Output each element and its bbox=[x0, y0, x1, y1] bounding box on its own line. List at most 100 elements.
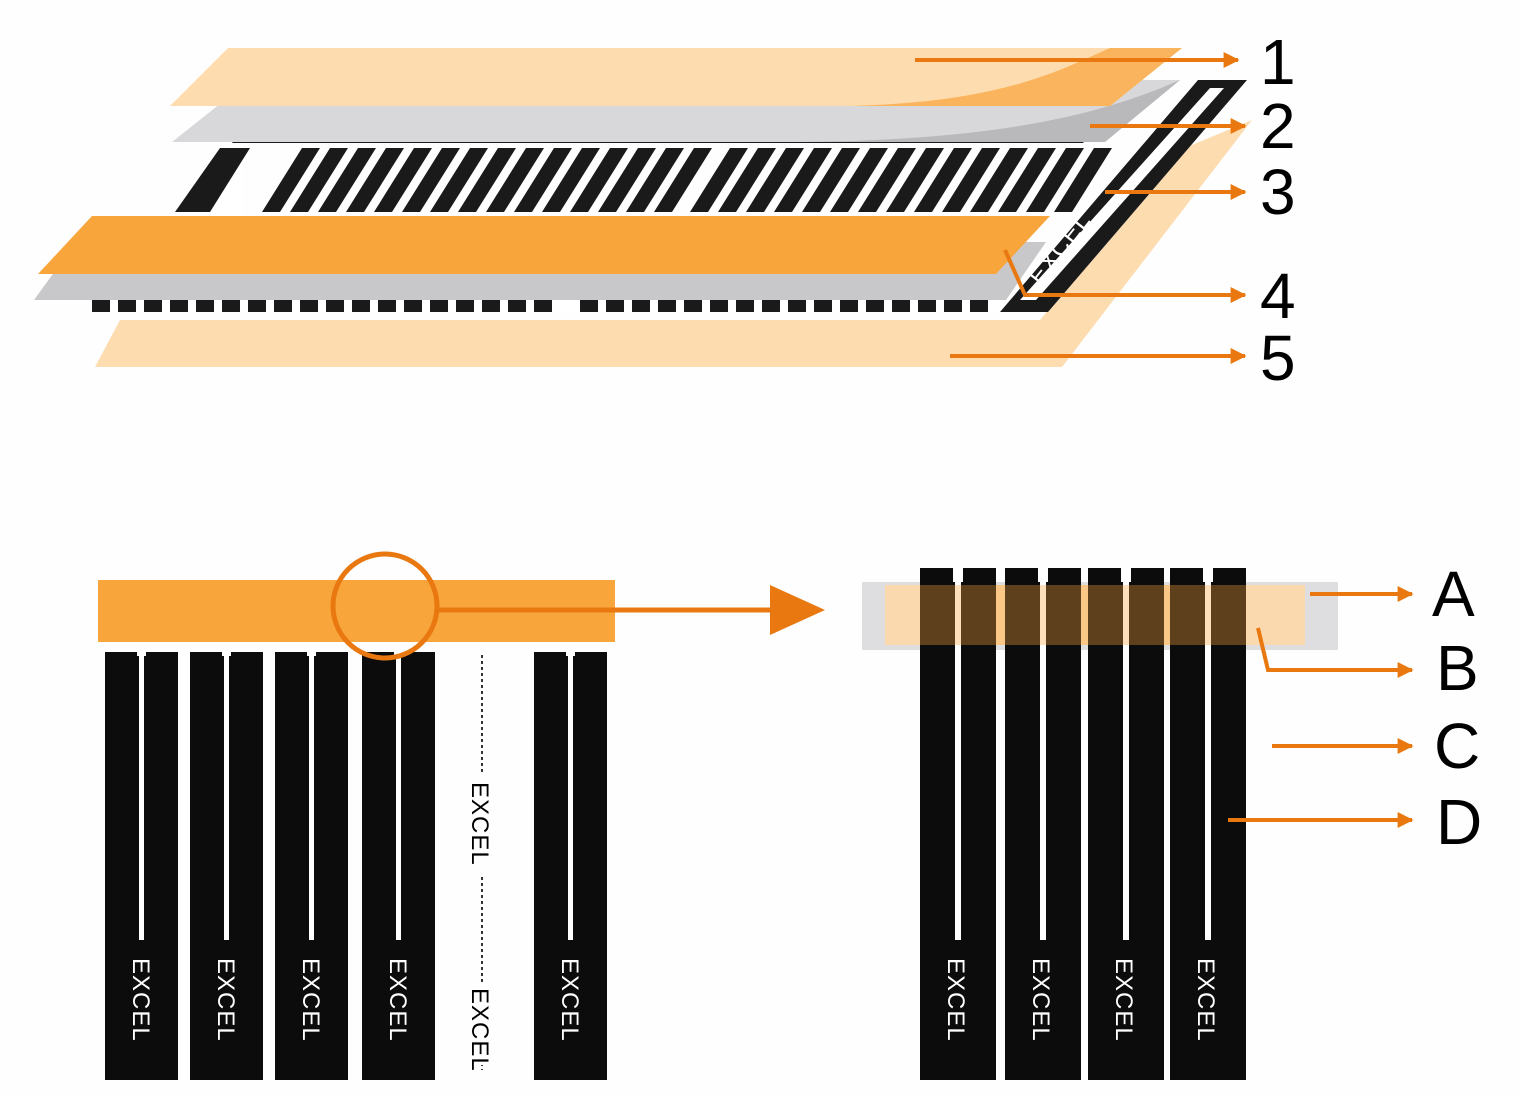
part-label-C: C bbox=[1434, 710, 1480, 782]
detail-strip-stamp: EXCEL bbox=[942, 958, 969, 1042]
slanted-strip bbox=[374, 148, 432, 212]
slanted-strip bbox=[970, 148, 1028, 212]
continuation-gap-2 bbox=[468, 985, 496, 1065]
strip-pair: EXCEL bbox=[534, 652, 607, 1080]
detail-strip-slit bbox=[955, 568, 961, 940]
continuation-stamp-1: EXCEL bbox=[466, 782, 493, 866]
detail-strip-pair: EXCEL bbox=[1170, 568, 1246, 1080]
strip-tooth bbox=[352, 300, 370, 312]
slanted-strip bbox=[570, 148, 628, 212]
layer-number-labels: 1 2 3 4 5 bbox=[1260, 26, 1296, 394]
detail-strip-pair: EXCEL bbox=[920, 568, 996, 1080]
slanted-strip bbox=[690, 148, 748, 212]
strip-slit bbox=[396, 652, 401, 940]
strip-stamp: EXCEL bbox=[297, 958, 324, 1042]
strip-tooth bbox=[534, 300, 552, 312]
strip-tooth bbox=[788, 300, 806, 312]
strip-tooth bbox=[658, 300, 676, 312]
strip-tooth bbox=[866, 300, 884, 312]
slanted-strip bbox=[830, 148, 888, 212]
layer-leader-arrows bbox=[915, 52, 1247, 364]
strip-slit bbox=[568, 652, 573, 940]
strip-tooth bbox=[482, 300, 500, 312]
layer-label-1: 1 bbox=[1260, 26, 1296, 98]
layer-label-3: 3 bbox=[1260, 156, 1296, 228]
strip-tooth bbox=[944, 300, 962, 312]
strip-tooth bbox=[684, 300, 702, 312]
layer-label-2: 2 bbox=[1260, 90, 1296, 162]
slanted-strip bbox=[998, 148, 1056, 212]
strip-tooth bbox=[762, 300, 780, 312]
top-film-fold bbox=[840, 48, 1182, 106]
slanted-strip bbox=[542, 148, 600, 212]
part-letter-labels: A B C D bbox=[1432, 558, 1482, 858]
detail-strip-slit bbox=[1123, 568, 1129, 940]
strip-pair: EXCEL bbox=[362, 652, 435, 1080]
slanted-strip bbox=[858, 148, 916, 212]
magnified-detail-view: EXCEL EXCEL EXCEL EXCEL bbox=[862, 568, 1338, 1080]
strip-tooth bbox=[196, 300, 214, 312]
detail-strip-pair: EXCEL bbox=[1088, 568, 1164, 1080]
strip-tooth bbox=[840, 300, 858, 312]
part-label-D: D bbox=[1436, 786, 1482, 858]
strip-tooth bbox=[456, 300, 474, 312]
strip-tooth bbox=[430, 300, 448, 312]
slanted-strip bbox=[746, 148, 804, 212]
strip-tooth bbox=[300, 300, 318, 312]
layer-5-bottom-film bbox=[95, 120, 1252, 367]
slanted-strip bbox=[430, 148, 488, 212]
slanted-strip bbox=[654, 148, 712, 212]
bottom-strip-group bbox=[92, 300, 988, 312]
continuation-stamp-2: EXCEL bbox=[466, 988, 493, 1072]
slanted-strip bbox=[774, 148, 832, 212]
right-strip-group: EXCEL EXCEL EXCEL EXCEL bbox=[920, 568, 1246, 1080]
detail-strip-pair: EXCEL bbox=[1005, 568, 1081, 1080]
strip-tooth bbox=[580, 300, 598, 312]
strip-tooth bbox=[378, 300, 396, 312]
strip-tooth bbox=[892, 300, 910, 312]
arrow-4 bbox=[1003, 249, 1247, 303]
strip-tooth bbox=[118, 300, 136, 312]
top-strip-group bbox=[262, 148, 1112, 212]
detail-strip-stamp: EXCEL bbox=[1110, 958, 1137, 1042]
strip-tooth bbox=[970, 300, 988, 312]
grey-film-fold bbox=[800, 80, 1180, 142]
strip-pair: EXCEL bbox=[105, 652, 178, 1080]
slanted-strip bbox=[290, 148, 348, 212]
strip-tooth bbox=[144, 300, 162, 312]
strip-tooth bbox=[814, 300, 832, 312]
arrow-B bbox=[1256, 627, 1414, 678]
strip-tooth bbox=[736, 300, 754, 312]
slanted-strip bbox=[802, 148, 860, 212]
strip-layout-view: EXCEL EXCEL EXCEL EXCEL EXCEL EXCEL EXCEL bbox=[98, 551, 825, 1080]
strip-tooth bbox=[274, 300, 292, 312]
slanted-strip bbox=[458, 148, 516, 212]
part-label-B: B bbox=[1436, 632, 1479, 704]
strip-stamp: EXCEL bbox=[384, 958, 411, 1042]
continuation-gap-1 bbox=[468, 775, 496, 875]
part-leader-arrows bbox=[1228, 586, 1414, 828]
strip-slit bbox=[224, 652, 229, 940]
part-label-A: A bbox=[1432, 558, 1475, 630]
slanted-strip bbox=[514, 148, 572, 212]
slanted-strip bbox=[942, 148, 1000, 212]
strip-tooth bbox=[326, 300, 344, 312]
layer-1-top-film bbox=[170, 48, 1182, 106]
slanted-strip bbox=[1026, 148, 1084, 212]
strip-tooth bbox=[404, 300, 422, 312]
detail-strip-slit bbox=[1040, 568, 1046, 940]
zoom-circle bbox=[330, 551, 440, 661]
busbar-overlap bbox=[920, 585, 1246, 645]
strip-pair: EXCEL bbox=[275, 652, 348, 1080]
left-strip-group: EXCEL EXCEL EXCEL EXCEL EXCEL bbox=[105, 652, 607, 1080]
strip-tooth bbox=[606, 300, 624, 312]
strip-stamp: EXCEL bbox=[212, 958, 239, 1042]
strip-tooth bbox=[918, 300, 936, 312]
strip-tooth bbox=[222, 300, 240, 312]
slanted-strip bbox=[914, 148, 972, 212]
slanted-strip bbox=[626, 148, 684, 212]
detail-strip-stamp: EXCEL bbox=[1027, 958, 1054, 1042]
slanted-strip bbox=[1054, 148, 1112, 212]
strip-stamp: EXCEL bbox=[127, 958, 154, 1042]
